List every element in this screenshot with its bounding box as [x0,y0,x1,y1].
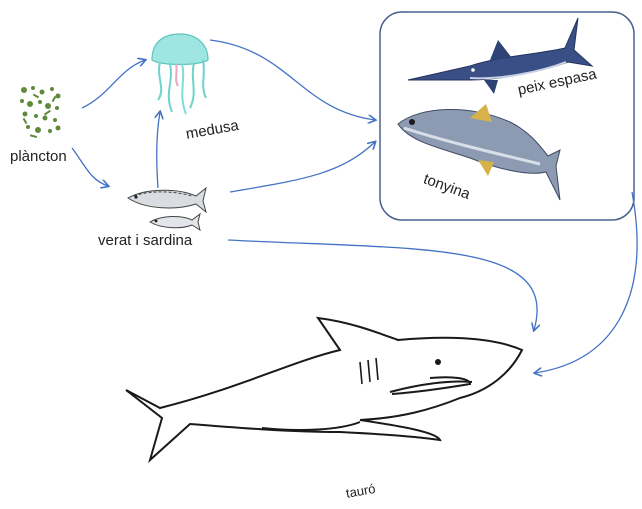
shark-icon [126,318,522,460]
arrow-verat-predators [230,142,375,192]
arrow-medusa-predators [210,40,375,120]
arrow-verat-medusa [157,112,160,188]
label-verat-sardina: verat i sardina [98,232,192,249]
jellyfish-icon [152,34,208,114]
small-fish-icon [128,188,206,230]
plankton-icon [20,86,61,138]
arrow-plancton-verat [72,148,108,186]
arrow-plancton-medusa [82,60,145,108]
arrow-verat-tauro [228,240,537,330]
label-plancton: plàncton [10,148,67,165]
